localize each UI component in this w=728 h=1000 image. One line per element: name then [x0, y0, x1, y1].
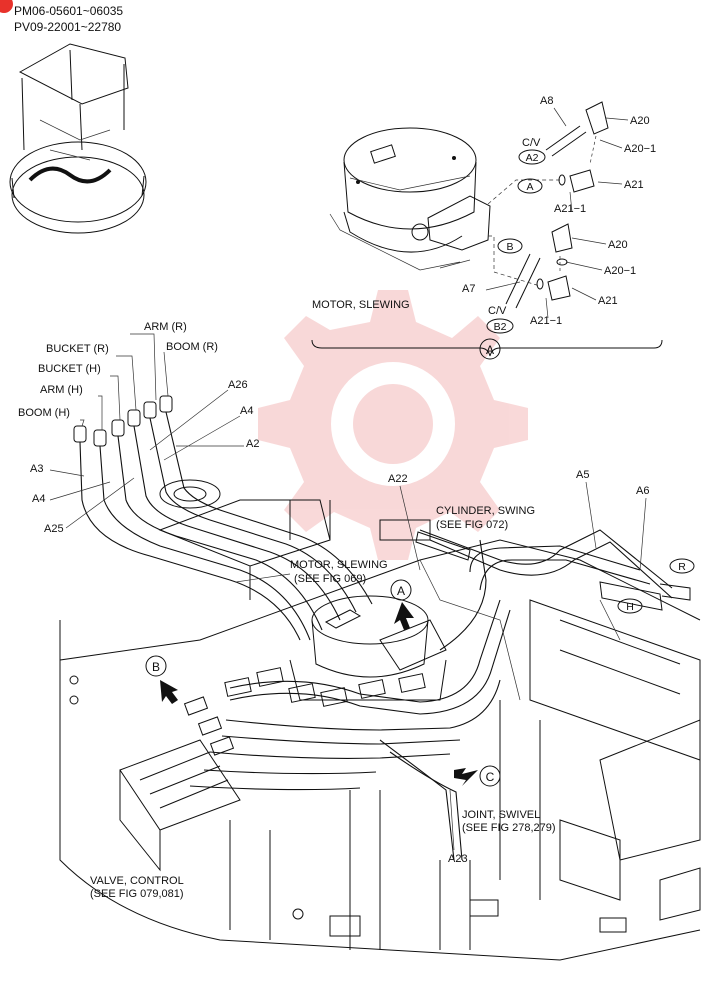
detail-a-bracket — [311, 339, 663, 357]
port-b-label: B — [506, 241, 513, 253]
part-a26: A26 — [228, 379, 248, 391]
part-a20-1-top: A20−1 — [624, 143, 656, 155]
hose-end-tag-h: H — [626, 601, 634, 613]
hose-end-tag-r: R — [678, 561, 686, 573]
callout-cylinder-swing: CYLINDER, SWING — [436, 505, 535, 517]
callout-motor-slewing: MOTOR, SLEWING — [290, 559, 388, 571]
callout-cylinder-swing-ref: (SEE FIG 072) — [436, 519, 508, 531]
serial-range-pv09: PV09-22001~22780 — [14, 20, 121, 34]
callout-valve-control: VALVE, CONTROL — [90, 875, 184, 887]
view-marker-c: C — [486, 770, 495, 784]
view-marker-c-circle — [479, 765, 501, 787]
cv-bottom-label: C/V — [488, 305, 507, 317]
detail-a-marker: A — [486, 343, 494, 357]
part-a8: A8 — [540, 95, 553, 107]
part-a22: A22 — [388, 473, 408, 485]
part-a7: A7 — [462, 283, 475, 295]
callout-motor-slewing-ref: (SEE FIG 069) — [294, 573, 366, 585]
detail-a-fittings — [487, 101, 609, 309]
part-a20-1-mid: A20−1 — [604, 265, 636, 277]
port-a-oval — [517, 178, 543, 194]
corner-badge — [0, 0, 13, 13]
hose-label-arm-r: ARM (R) — [144, 321, 187, 333]
slewing-motor-main — [289, 595, 447, 701]
cv-top-label: C/V — [522, 137, 541, 149]
control-valve-block — [119, 667, 426, 872]
callout-joint-swivel-ref: (SEE FIG 278,279) — [462, 822, 556, 834]
watermark-gear-logo — [258, 290, 528, 560]
part-a3: A3 — [30, 463, 43, 475]
part-a6: A6 — [636, 485, 649, 497]
hose-label-boom-r: BOOM (R) — [166, 341, 218, 353]
view-marker-a: A — [397, 584, 405, 598]
part-a20-top: A20 — [630, 115, 650, 127]
part-a25: A25 — [44, 523, 64, 535]
part-a21-1-mid: A21−1 — [530, 315, 562, 327]
cv-top-port-oval — [518, 149, 546, 165]
arrow-c-icon — [454, 768, 478, 786]
hose-label-bucket-r: BUCKET (R) — [46, 343, 109, 355]
arrow-b-icon — [160, 680, 178, 704]
part-a4-top: A4 — [240, 405, 253, 417]
part-a21-mid: A21 — [598, 295, 618, 307]
arrow-a-icon — [394, 602, 414, 630]
detail-a-slewing-motor — [329, 127, 491, 271]
machine-thumbnail — [9, 43, 147, 234]
hose-run-to-control-valve — [189, 539, 511, 861]
cv-bottom-port: B2 — [494, 321, 507, 333]
callout-valve-control-ref: (SEE FIG 079,081) — [90, 888, 184, 900]
callout-joint-swivel: JOINT, SWIVEL — [462, 809, 540, 821]
part-a21-top: A21 — [624, 179, 644, 191]
view-marker-b-circle — [145, 655, 167, 677]
part-a4-left: A4 — [32, 493, 45, 505]
port-a-label: A — [526, 181, 533, 193]
part-a5: A5 — [576, 469, 589, 481]
hose-label-arm-h: ARM (H) — [40, 384, 83, 396]
detail-a-marker-circle — [479, 338, 501, 360]
upper-frame — [59, 479, 701, 961]
hose-label-bucket-h: BUCKET (H) — [38, 363, 101, 375]
view-marker-b: B — [152, 660, 160, 674]
part-a2: A2 — [246, 438, 259, 450]
cv-bottom-port-oval — [486, 318, 514, 334]
hose-end-tag-h-oval — [617, 598, 643, 614]
cylinder-swing-hoses — [415, 529, 691, 611]
hose-label-boom-h: BOOM (H) — [18, 407, 70, 419]
hose-end-tag-r-oval — [669, 558, 695, 574]
serial-range-pm06: PM06-05601~06035 — [14, 4, 123, 18]
view-marker-a-circle — [390, 579, 412, 601]
part-a20-mid: A20 — [608, 239, 628, 251]
part-a21-1-top: A21−1 — [554, 203, 586, 215]
cv-top-port: A2 — [526, 152, 539, 164]
port-b-oval — [497, 238, 523, 254]
part-a23: A23 — [448, 853, 468, 865]
detail-a-caption: MOTOR, SLEWING — [312, 299, 410, 311]
